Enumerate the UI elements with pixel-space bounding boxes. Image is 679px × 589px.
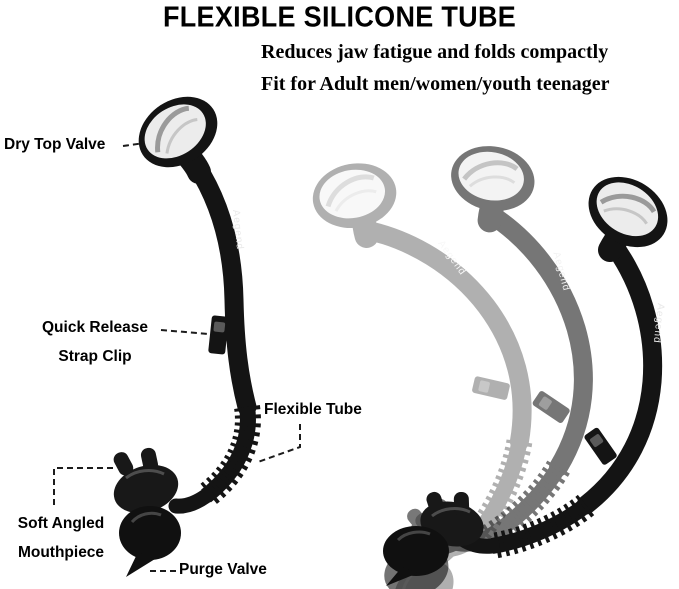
callout-mouthpiece-line2: Mouthpiece xyxy=(17,544,105,561)
dry-top-valve-part xyxy=(138,96,218,168)
strap-clip-part xyxy=(208,315,229,355)
left-snorkel: Aegend xyxy=(113,96,261,577)
brand-mark: Aegend xyxy=(230,209,245,250)
callout-quick-release-line1: Quick Release xyxy=(42,319,148,336)
leader-mouthpiece xyxy=(53,467,113,507)
callout-quick-release-strap-clip: Quick Release Strap Clip xyxy=(28,313,162,371)
right-snorkel-solid xyxy=(383,163,679,586)
purge-valve-part xyxy=(119,506,181,577)
subtitle-line-1: Reduces jaw fatigue and folds compactly xyxy=(261,41,609,63)
leader-flexible-tube xyxy=(257,424,301,463)
subtitle: Reduces jaw fatigue and folds compactly … xyxy=(261,36,610,100)
callout-soft-angled-mouthpiece: Soft Angled Mouthpiece xyxy=(0,509,122,567)
subtitle-line-2: Fit for Adult men/women/youth teenager xyxy=(261,73,610,95)
page-title: FLEXIBLE SILICONE TUBE xyxy=(162,1,517,33)
flex-tube-ribs xyxy=(197,405,261,507)
mouthpiece-connector xyxy=(168,488,214,514)
callout-dry-top-valve: Dry Top Valve xyxy=(4,136,106,153)
mouthpiece-part xyxy=(113,447,179,514)
callout-flexible-tube: Flexible Tube xyxy=(264,401,362,418)
callout-quick-release-line2: Strap Clip xyxy=(58,348,132,365)
callout-purge-valve: Purge Valve xyxy=(179,561,267,578)
callout-mouthpiece-line1: Soft Angled xyxy=(17,515,105,532)
snorkel-tube xyxy=(186,155,257,417)
leader-quick-release xyxy=(160,329,210,335)
